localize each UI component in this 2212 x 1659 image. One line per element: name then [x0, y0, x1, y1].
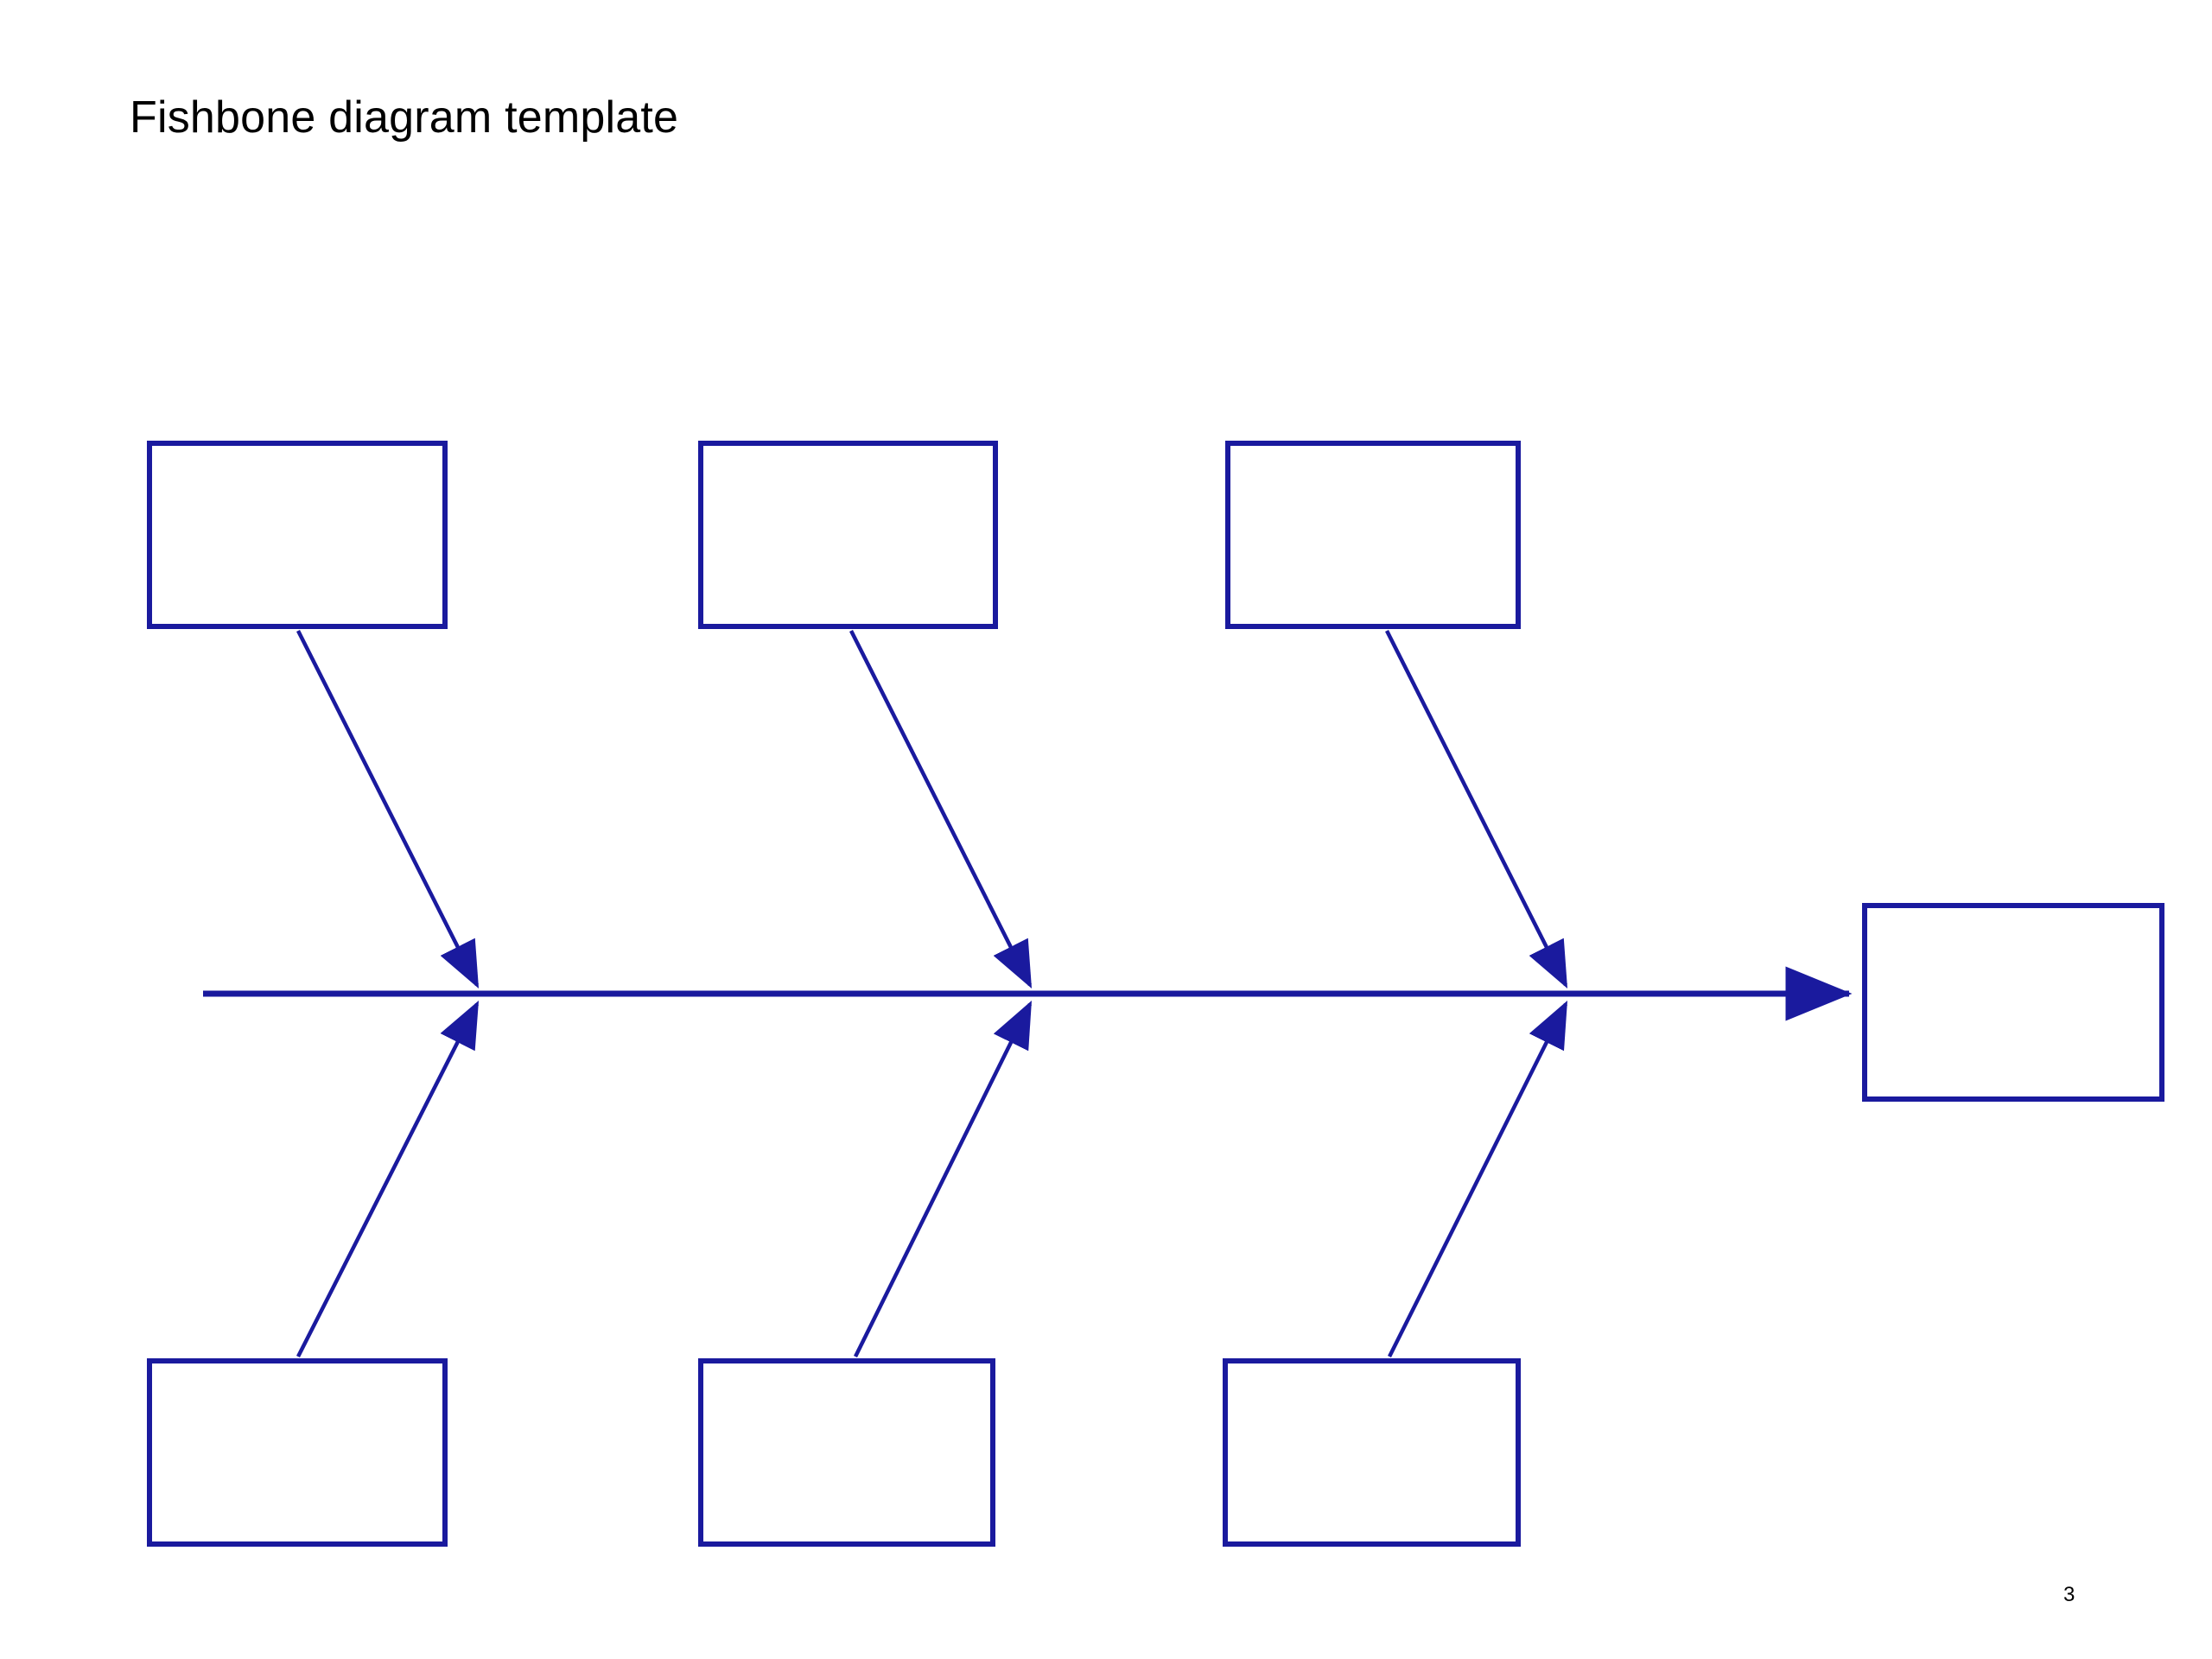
- effect-box-group: [1862, 903, 2164, 1102]
- cause-box-top-3[interactable]: [1225, 441, 1521, 629]
- cause-box-top-2[interactable]: [698, 441, 998, 629]
- cause-box-top-1[interactable]: [147, 441, 448, 629]
- cause-box-bottom-2[interactable]: [698, 1358, 995, 1547]
- bone-connector-top-3: [1384, 629, 1568, 989]
- cause-box-bottom-1[interactable]: [147, 1358, 448, 1547]
- top-cause-boxes: [147, 441, 1521, 629]
- bottom-cause-boxes: [147, 1358, 1521, 1547]
- bone-connector-bottom-3: [1387, 1000, 1568, 1358]
- bone-connector-bottom-2: [853, 1000, 1033, 1357]
- page-number: 3: [2063, 1583, 2075, 1606]
- bottom-bone-connectors: [296, 1000, 1568, 1358]
- effect-box[interactable]: [1862, 903, 2164, 1102]
- page-title: Fishbone diagram template: [130, 92, 679, 143]
- cause-box-bottom-3[interactable]: [1223, 1358, 1521, 1547]
- bone-connector-bottom-1: [296, 1000, 480, 1358]
- bone-connector-top-2: [849, 629, 1033, 989]
- top-bone-connectors: [296, 629, 1568, 989]
- bone-connector-top-1: [296, 629, 480, 989]
